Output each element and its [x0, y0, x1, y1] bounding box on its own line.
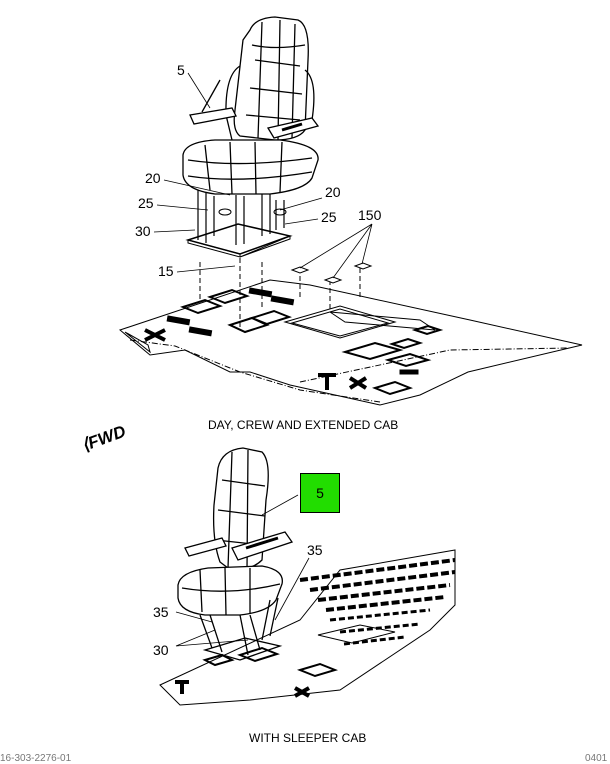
callout-riser-left: 20: [145, 170, 161, 186]
highlighted-callout-label: 5: [316, 485, 324, 501]
callout-riser-right-bottom: 35: [307, 542, 323, 558]
leaders-bottom: [175, 494, 310, 647]
callout-seat-top: 5: [177, 62, 185, 78]
seat-top: [182, 16, 320, 195]
callout-fasteners: 150: [358, 207, 382, 223]
caption-day-crew-cab: DAY, CREW AND EXTENDED CAB: [208, 418, 399, 432]
callout-riser-left-bottom: 35: [153, 604, 169, 620]
callout-floor-mount: 15: [158, 263, 174, 279]
seat-mount-top: [185, 190, 361, 330]
caption-sleeper-cab: WITH SLEEPER CAB: [249, 731, 367, 745]
callout-spacer-left: 25: [138, 195, 154, 211]
callout-spacer-right: 25: [321, 209, 337, 225]
highlighted-callout-seat[interactable]: 5: [300, 473, 340, 513]
leaders-top: [153, 72, 373, 279]
callout-base-plate: 30: [135, 223, 151, 239]
sleeper-floor: [159, 549, 456, 706]
seat-bottom: [177, 447, 294, 661]
callout-riser-right: 20: [325, 184, 341, 200]
fasteners-150: [290, 262, 373, 284]
document-number: 16-303-2276-01: [0, 753, 72, 764]
sheet-number: 0401: [585, 753, 608, 764]
callout-base-bottom: 30: [153, 642, 169, 658]
floor-plate-top: [118, 279, 583, 406]
